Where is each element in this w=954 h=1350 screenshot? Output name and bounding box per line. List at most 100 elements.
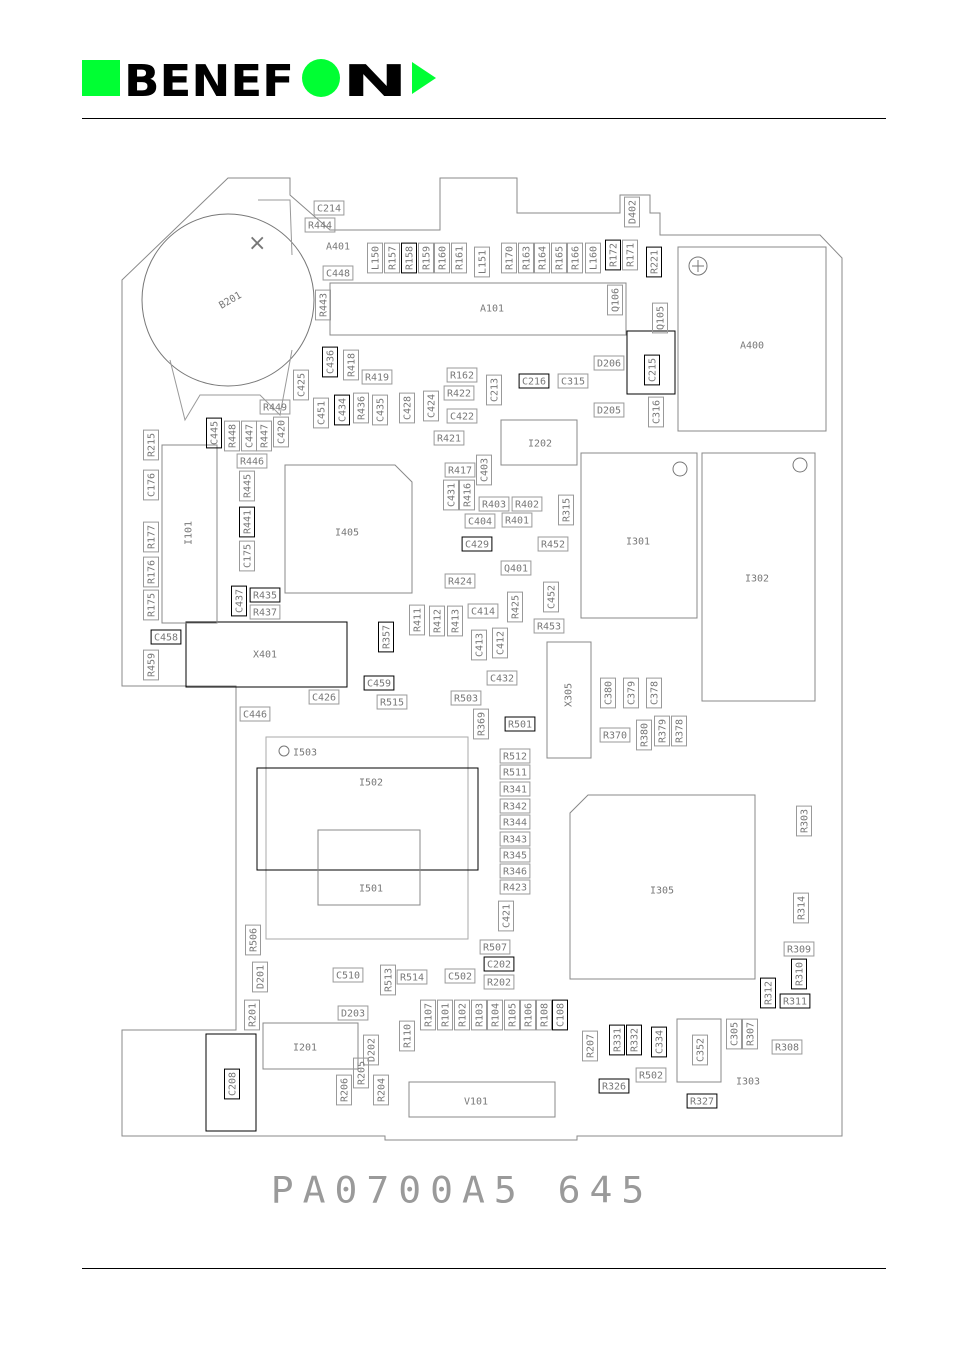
component-r443-label: R443 bbox=[319, 293, 330, 317]
component-r162-pad bbox=[446, 367, 478, 383]
component-i301: I301 bbox=[626, 537, 650, 548]
logo-wordmark-ben: BENEF bbox=[124, 58, 294, 100]
component-c208: C208 bbox=[224, 1068, 240, 1100]
component-r435-pad bbox=[249, 587, 281, 603]
component-r159: R159 bbox=[418, 242, 434, 274]
component-r343-label: R343 bbox=[503, 835, 527, 846]
component-r314: R314 bbox=[793, 892, 809, 924]
component-a400-label: A400 bbox=[740, 341, 764, 352]
component-r446-pad bbox=[236, 453, 268, 469]
component-r171-pad bbox=[622, 239, 638, 271]
component-c316-pad bbox=[648, 396, 664, 428]
component-c403: C403 bbox=[476, 454, 492, 486]
component-c447-label: C447 bbox=[245, 424, 256, 448]
component-c216-pad bbox=[518, 373, 550, 389]
logo-wordmark-n: N bbox=[342, 58, 408, 100]
component-c379-label: C379 bbox=[627, 681, 638, 705]
component-c432-pad bbox=[486, 670, 518, 686]
component-r441-pad bbox=[239, 506, 255, 538]
component-q106-label: Q106 bbox=[611, 288, 622, 312]
i201-outline bbox=[262, 1022, 359, 1070]
component-c422-pad bbox=[446, 408, 478, 424]
component-c424: C424 bbox=[423, 390, 439, 422]
component-r326-pad bbox=[598, 1078, 630, 1094]
component-c426-pad bbox=[308, 689, 340, 705]
component-r445: R445 bbox=[239, 470, 255, 502]
component-r311: R311 bbox=[779, 993, 811, 1009]
c352-outline bbox=[676, 1018, 722, 1083]
component-r159-pad bbox=[418, 242, 434, 274]
component-i502-label: I502 bbox=[359, 778, 383, 789]
component-i202-label: I202 bbox=[528, 439, 552, 450]
component-c213-pad bbox=[486, 374, 502, 406]
component-r104: R104 bbox=[487, 999, 503, 1031]
component-r108-pad bbox=[536, 999, 552, 1031]
component-i503-label: I503 bbox=[293, 748, 317, 759]
component-r326: R326 bbox=[598, 1078, 630, 1094]
component-r331: R331 bbox=[609, 1024, 625, 1056]
component-c452-pad bbox=[543, 581, 559, 613]
component-l160-label: L160 bbox=[589, 246, 600, 270]
component-c446-label: C446 bbox=[243, 710, 267, 721]
component-q105: Q105 bbox=[652, 302, 668, 334]
component-c420-label: C420 bbox=[277, 420, 288, 444]
component-r157: R157 bbox=[384, 242, 400, 274]
component-c426: C426 bbox=[308, 689, 340, 705]
component-r425-pad bbox=[507, 591, 523, 623]
component-d206: D206 bbox=[593, 355, 625, 371]
component-r108: R108 bbox=[536, 999, 552, 1031]
component-c431-label: C431 bbox=[447, 483, 458, 507]
component-c510-label: C510 bbox=[336, 971, 360, 982]
component-c305: C305 bbox=[726, 1018, 742, 1050]
component-r511: R511 bbox=[499, 764, 531, 780]
component-v101-label: V101 bbox=[464, 1097, 488, 1108]
component-r411: R411 bbox=[409, 604, 425, 636]
component-r401-label: R401 bbox=[505, 516, 529, 527]
component-c316-label: C316 bbox=[652, 400, 663, 424]
component-r436: R436 bbox=[353, 392, 369, 424]
component-r342-pad bbox=[499, 798, 531, 814]
component-r437-pad bbox=[249, 604, 281, 620]
component-r403-pad bbox=[478, 496, 510, 512]
component-c429-pad bbox=[461, 536, 493, 552]
component-r343: R343 bbox=[499, 831, 531, 847]
i305-outline bbox=[569, 794, 756, 980]
i301-outline bbox=[580, 452, 698, 619]
component-r161-pad bbox=[451, 242, 467, 274]
component-r202: R202 bbox=[483, 974, 515, 990]
component-r402-label: R402 bbox=[515, 500, 539, 511]
component-r423: R423 bbox=[499, 879, 531, 895]
component-r459-pad bbox=[143, 649, 159, 681]
component-r110-pad bbox=[399, 1020, 415, 1052]
component-c435: C435 bbox=[372, 394, 388, 426]
component-r327-label: R327 bbox=[690, 1097, 714, 1108]
component-r215: R215 bbox=[143, 429, 159, 461]
component-d203: D203 bbox=[337, 1005, 369, 1021]
component-l151-label: L151 bbox=[478, 250, 489, 274]
component-r163-pad bbox=[518, 242, 534, 274]
component-r110-label: R110 bbox=[403, 1024, 414, 1048]
component-r403: R403 bbox=[478, 496, 510, 512]
component-r357: R357 bbox=[378, 621, 394, 653]
component-c502-pad bbox=[444, 968, 476, 984]
component-c176-pad bbox=[143, 469, 159, 501]
component-r172-pad bbox=[605, 239, 621, 271]
component-r413: R413 bbox=[447, 605, 463, 637]
component-r418-label: R418 bbox=[347, 353, 358, 377]
component-c380: C380 bbox=[600, 677, 616, 709]
component-i501: I501 bbox=[359, 884, 383, 895]
component-r207-label: R207 bbox=[586, 1034, 597, 1058]
component-r309-pad bbox=[783, 941, 815, 957]
battery-clip-top bbox=[258, 199, 293, 256]
component-r175: R175 bbox=[143, 589, 159, 621]
component-r423-label: R423 bbox=[503, 883, 527, 894]
component-r344-pad bbox=[499, 814, 531, 830]
component-c379: C379 bbox=[623, 677, 639, 709]
component-x401: X401 bbox=[253, 650, 277, 661]
component-r170-label: R170 bbox=[505, 246, 516, 270]
component-l151: L151 bbox=[474, 246, 490, 278]
a400-screw-hole bbox=[688, 256, 708, 276]
component-a101-label: A101 bbox=[480, 304, 504, 315]
component-l160-pad bbox=[585, 242, 601, 274]
